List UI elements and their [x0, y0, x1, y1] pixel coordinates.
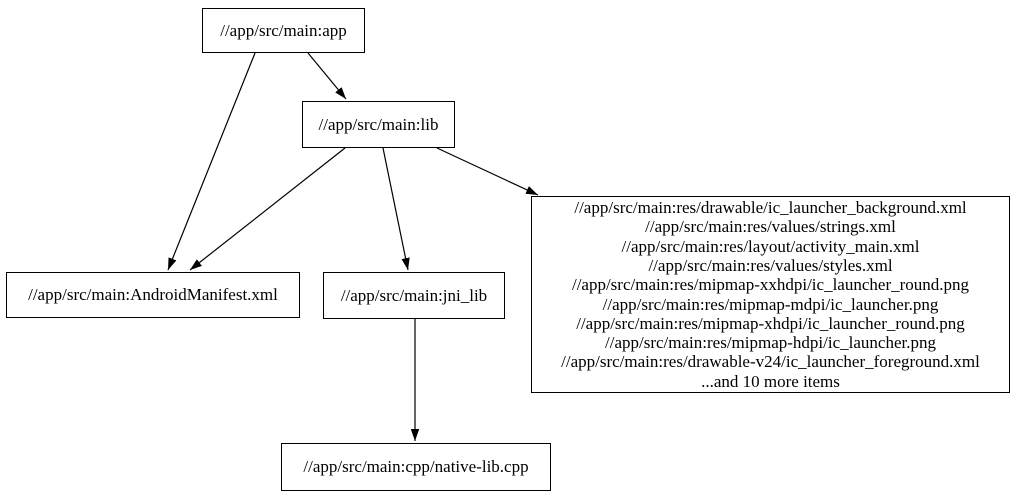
node-res-group: //app/src/main:res/drawable/ic_launcher_…: [531, 196, 1010, 393]
res-group-line: //app/src/main:res/mipmap-hdpi/ic_launch…: [605, 333, 936, 353]
res-group-line: //app/src/main:res/mipmap-xhdpi/ic_launc…: [576, 313, 965, 333]
res-group-line: //app/src/main:res/drawable-v24/ic_launc…: [561, 352, 980, 372]
node-jni-lib: //app/src/main:jni_lib: [323, 272, 505, 319]
res-group-line: //app/src/main:res/drawable/ic_launcher_…: [574, 198, 967, 218]
node-native-lib-cpp-label: //app/src/main:cpp/native-lib.cpp: [303, 457, 529, 476]
res-group-line: //app/src/main:res/mipmap-xxhdpi/ic_laun…: [571, 275, 970, 295]
edge-app-to-lib: [307, 52, 347, 100]
node-lib-label: //app/src/main:lib: [318, 114, 439, 134]
node-android-manifest-label: //app/src/main:AndroidManifest.xml: [28, 285, 278, 304]
node-lib: //app/src/main:lib: [302, 101, 455, 148]
res-group-line: //app/src/main:res/values/strings.xml: [645, 217, 896, 237]
res-group-line: //app/src/main:res/layout/activity_main.…: [621, 236, 920, 256]
node-android-manifest: //app/src/main:AndroidManifest.xml: [6, 272, 300, 318]
edge-app-to-manifest: [167, 52, 256, 271]
edge-lib-to-manifest: [189, 147, 346, 271]
node-native-lib-cpp: //app/src/main:cpp/native-lib.cpp: [281, 443, 551, 491]
res-group-line: //app/src/main:res/mipmap-mdpi/ic_launch…: [602, 294, 939, 314]
res-group-line: //app/src/main:res/values/styles.xml: [648, 255, 893, 275]
res-group-more-items: ...and 10 more items: [701, 371, 840, 391]
edge-lib-to-res-group: [436, 147, 539, 196]
node-app-label: //app/src/main:app: [220, 20, 347, 40]
node-jni-lib-label: //app/src/main:jni_lib: [340, 285, 488, 305]
edge-lib-to-jni-lib: [382, 147, 410, 271]
node-app: //app/src/main:app: [202, 8, 365, 53]
